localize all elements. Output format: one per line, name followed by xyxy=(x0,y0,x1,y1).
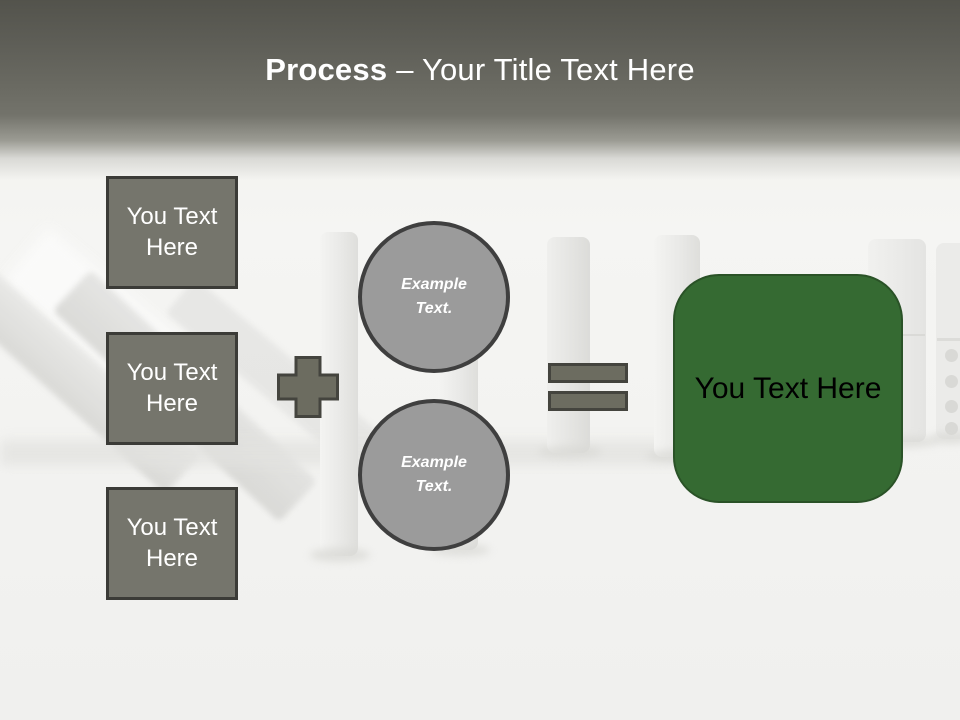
domino-pip xyxy=(945,400,958,413)
equals-icon[interactable] xyxy=(548,391,628,411)
example-circle-label: Example Text. xyxy=(401,454,467,495)
example-circle-label: Example Text. xyxy=(401,276,467,317)
slide-title-rest: – Your Title Text Here xyxy=(396,52,695,87)
result-box-label: You Text Here xyxy=(694,371,882,405)
process-box-1[interactable]: You Text Here xyxy=(106,176,238,289)
plus-icon[interactable] xyxy=(277,356,339,418)
equals-icon[interactable] xyxy=(548,363,628,383)
domino-shadow xyxy=(310,548,370,562)
standing-domino xyxy=(547,237,590,453)
process-box-label: You Text Here xyxy=(126,202,218,261)
process-box-2[interactable]: You Text Here xyxy=(106,332,238,445)
domino-shadow xyxy=(538,446,602,458)
example-circle-1[interactable]: Example Text. xyxy=(358,221,510,373)
result-box[interactable]: You Text Here xyxy=(673,274,903,503)
domino-pip xyxy=(945,422,958,435)
slide-title[interactable]: Process– Your Title Text Here xyxy=(0,52,960,88)
example-circle-2[interactable]: Example Text. xyxy=(358,399,510,551)
domino-pip xyxy=(945,375,958,388)
slide-title-bold: Process xyxy=(265,52,388,87)
plus-icon-shape xyxy=(277,356,339,418)
domino-pip xyxy=(945,349,958,362)
domino-shadow xyxy=(930,432,960,444)
domino-divider xyxy=(937,338,960,341)
process-box-label: You Text Here xyxy=(126,358,218,417)
process-box-3[interactable]: You Text Here xyxy=(106,487,238,600)
process-box-label: You Text Here xyxy=(126,513,218,572)
